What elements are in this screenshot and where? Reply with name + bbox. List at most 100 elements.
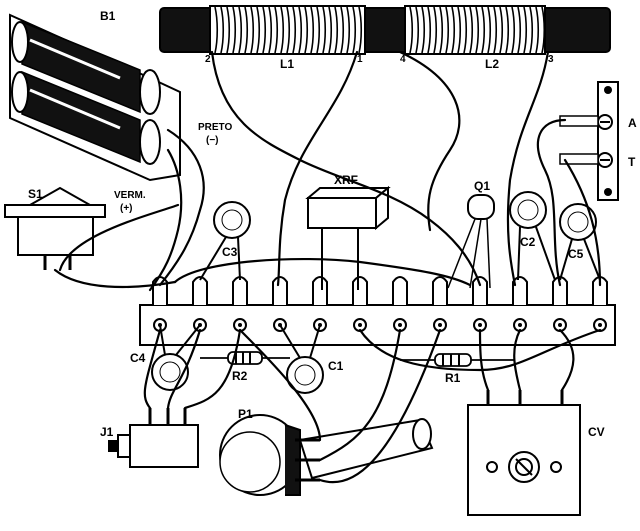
resistor-r2: [200, 351, 290, 365]
res-r1-label: R1: [445, 371, 461, 385]
coil-turn: [475, 6, 480, 54]
terminal-lug: [512, 276, 528, 305]
ferrite-rod-icon: [159, 5, 611, 55]
transistor-q1: [447, 194, 495, 289]
terminal-lug: [352, 276, 368, 305]
terminal-t-label: T: [628, 155, 636, 169]
battery-label: B1: [100, 9, 116, 23]
coil-turn: [262, 6, 267, 54]
terminal-rivet-center: [558, 323, 562, 327]
xrf-choke: [305, 185, 391, 290]
terminal-lug: [392, 276, 408, 305]
coil-turn: [286, 6, 291, 54]
coil-turn: [415, 6, 420, 54]
coil-turn: [463, 6, 468, 54]
coil-l1-label: L1: [280, 57, 294, 71]
cap-c1-label: C1: [328, 359, 344, 373]
terminal-lug: [312, 276, 328, 305]
terminal-rivet-center: [358, 323, 362, 327]
coil-turn: [268, 6, 273, 54]
coil-turn: [232, 6, 237, 54]
wires: [53, 50, 602, 484]
coil-turn: [505, 6, 510, 54]
coil-turn: [274, 6, 279, 54]
coil-turn: [421, 6, 426, 54]
capacitor-c2: [509, 191, 556, 281]
coil-turn: [256, 6, 261, 54]
coil-turn: [322, 6, 327, 54]
coil-turn: [499, 6, 504, 54]
preto-polarity-label: (−): [206, 135, 219, 146]
coil-turn: [250, 6, 255, 54]
terminal-lug: [192, 276, 208, 305]
coil-turn: [352, 6, 357, 54]
terminal-strip-icon: [139, 276, 616, 346]
coil-turn: [316, 6, 321, 54]
terminal-rivet-center: [438, 323, 442, 327]
coil-turn: [226, 6, 231, 54]
coil-l2-label: L2: [485, 57, 499, 71]
coil-turn: [328, 6, 333, 54]
var-cap-label: CV: [588, 425, 605, 439]
coil-turn: [358, 6, 363, 54]
capacitor-c5: [559, 203, 601, 281]
coil-turn: [244, 6, 249, 54]
res-r2-label: R2: [232, 369, 248, 383]
coil-turn: [481, 6, 486, 54]
coil-turn: [304, 6, 309, 54]
coil-turn: [487, 6, 492, 54]
preto-label: PRETO: [198, 122, 232, 133]
coil-turn: [469, 6, 474, 54]
coil-l1: [209, 5, 366, 55]
coil-pin-3-label: 3: [548, 54, 554, 65]
terminal-rivet-center: [598, 323, 602, 327]
cap-c2-label: C2: [520, 235, 536, 249]
terminal-a-label: A: [628, 116, 637, 130]
battery-holder-icon: [9, 13, 181, 182]
coil-turn: [280, 6, 285, 54]
terminal-lug: [232, 276, 248, 305]
coil-turn: [511, 6, 516, 54]
terminal-lug: [432, 276, 448, 305]
terminal-lug: [472, 276, 488, 305]
coil-turn: [517, 6, 522, 54]
coil-pin-2-label: 2: [205, 54, 211, 65]
jack-label: J1: [100, 425, 114, 439]
coil-turn: [334, 6, 339, 54]
pot-label: P1: [238, 407, 253, 421]
coil-turn: [451, 6, 456, 54]
terminal-rivet-center: [398, 323, 402, 327]
coil-turn: [493, 6, 498, 54]
coil-turn: [523, 6, 528, 54]
coil-turn: [433, 6, 438, 54]
coil-turn: [310, 6, 315, 54]
switch-label: S1: [28, 187, 43, 201]
coil-pin-4-label: 4: [400, 54, 406, 65]
verm-label: VERM.: [114, 190, 146, 201]
coil-turn: [445, 6, 450, 54]
coil-pin-1-label: 1: [357, 54, 363, 65]
terminal-rivet-center: [238, 323, 242, 327]
potentiometer-p1: [219, 414, 434, 496]
variable-capacitor-cv: [467, 390, 581, 516]
transistor-label: Q1: [474, 179, 490, 193]
terminal-lug: [272, 276, 288, 305]
verm-polarity-label: (+): [120, 203, 133, 214]
coil-turn: [238, 6, 243, 54]
rocker-switch-icon: [4, 186, 106, 270]
jack-j1: [108, 408, 199, 468]
coil-turn: [409, 6, 414, 54]
coil-turn: [298, 6, 303, 54]
coil-turn: [439, 6, 444, 54]
coil-turn: [427, 6, 432, 54]
cap-c4-label: C4: [130, 351, 146, 365]
coil-l2: [404, 5, 546, 55]
coil-turn: [340, 6, 345, 54]
capacitor-c3: [199, 201, 251, 281]
antenna-ground-terminal: [559, 81, 619, 201]
coil-turn: [535, 6, 540, 54]
coil-turn: [214, 6, 219, 54]
coil-turn: [292, 6, 297, 54]
cap-c5-label: C5: [568, 247, 584, 261]
